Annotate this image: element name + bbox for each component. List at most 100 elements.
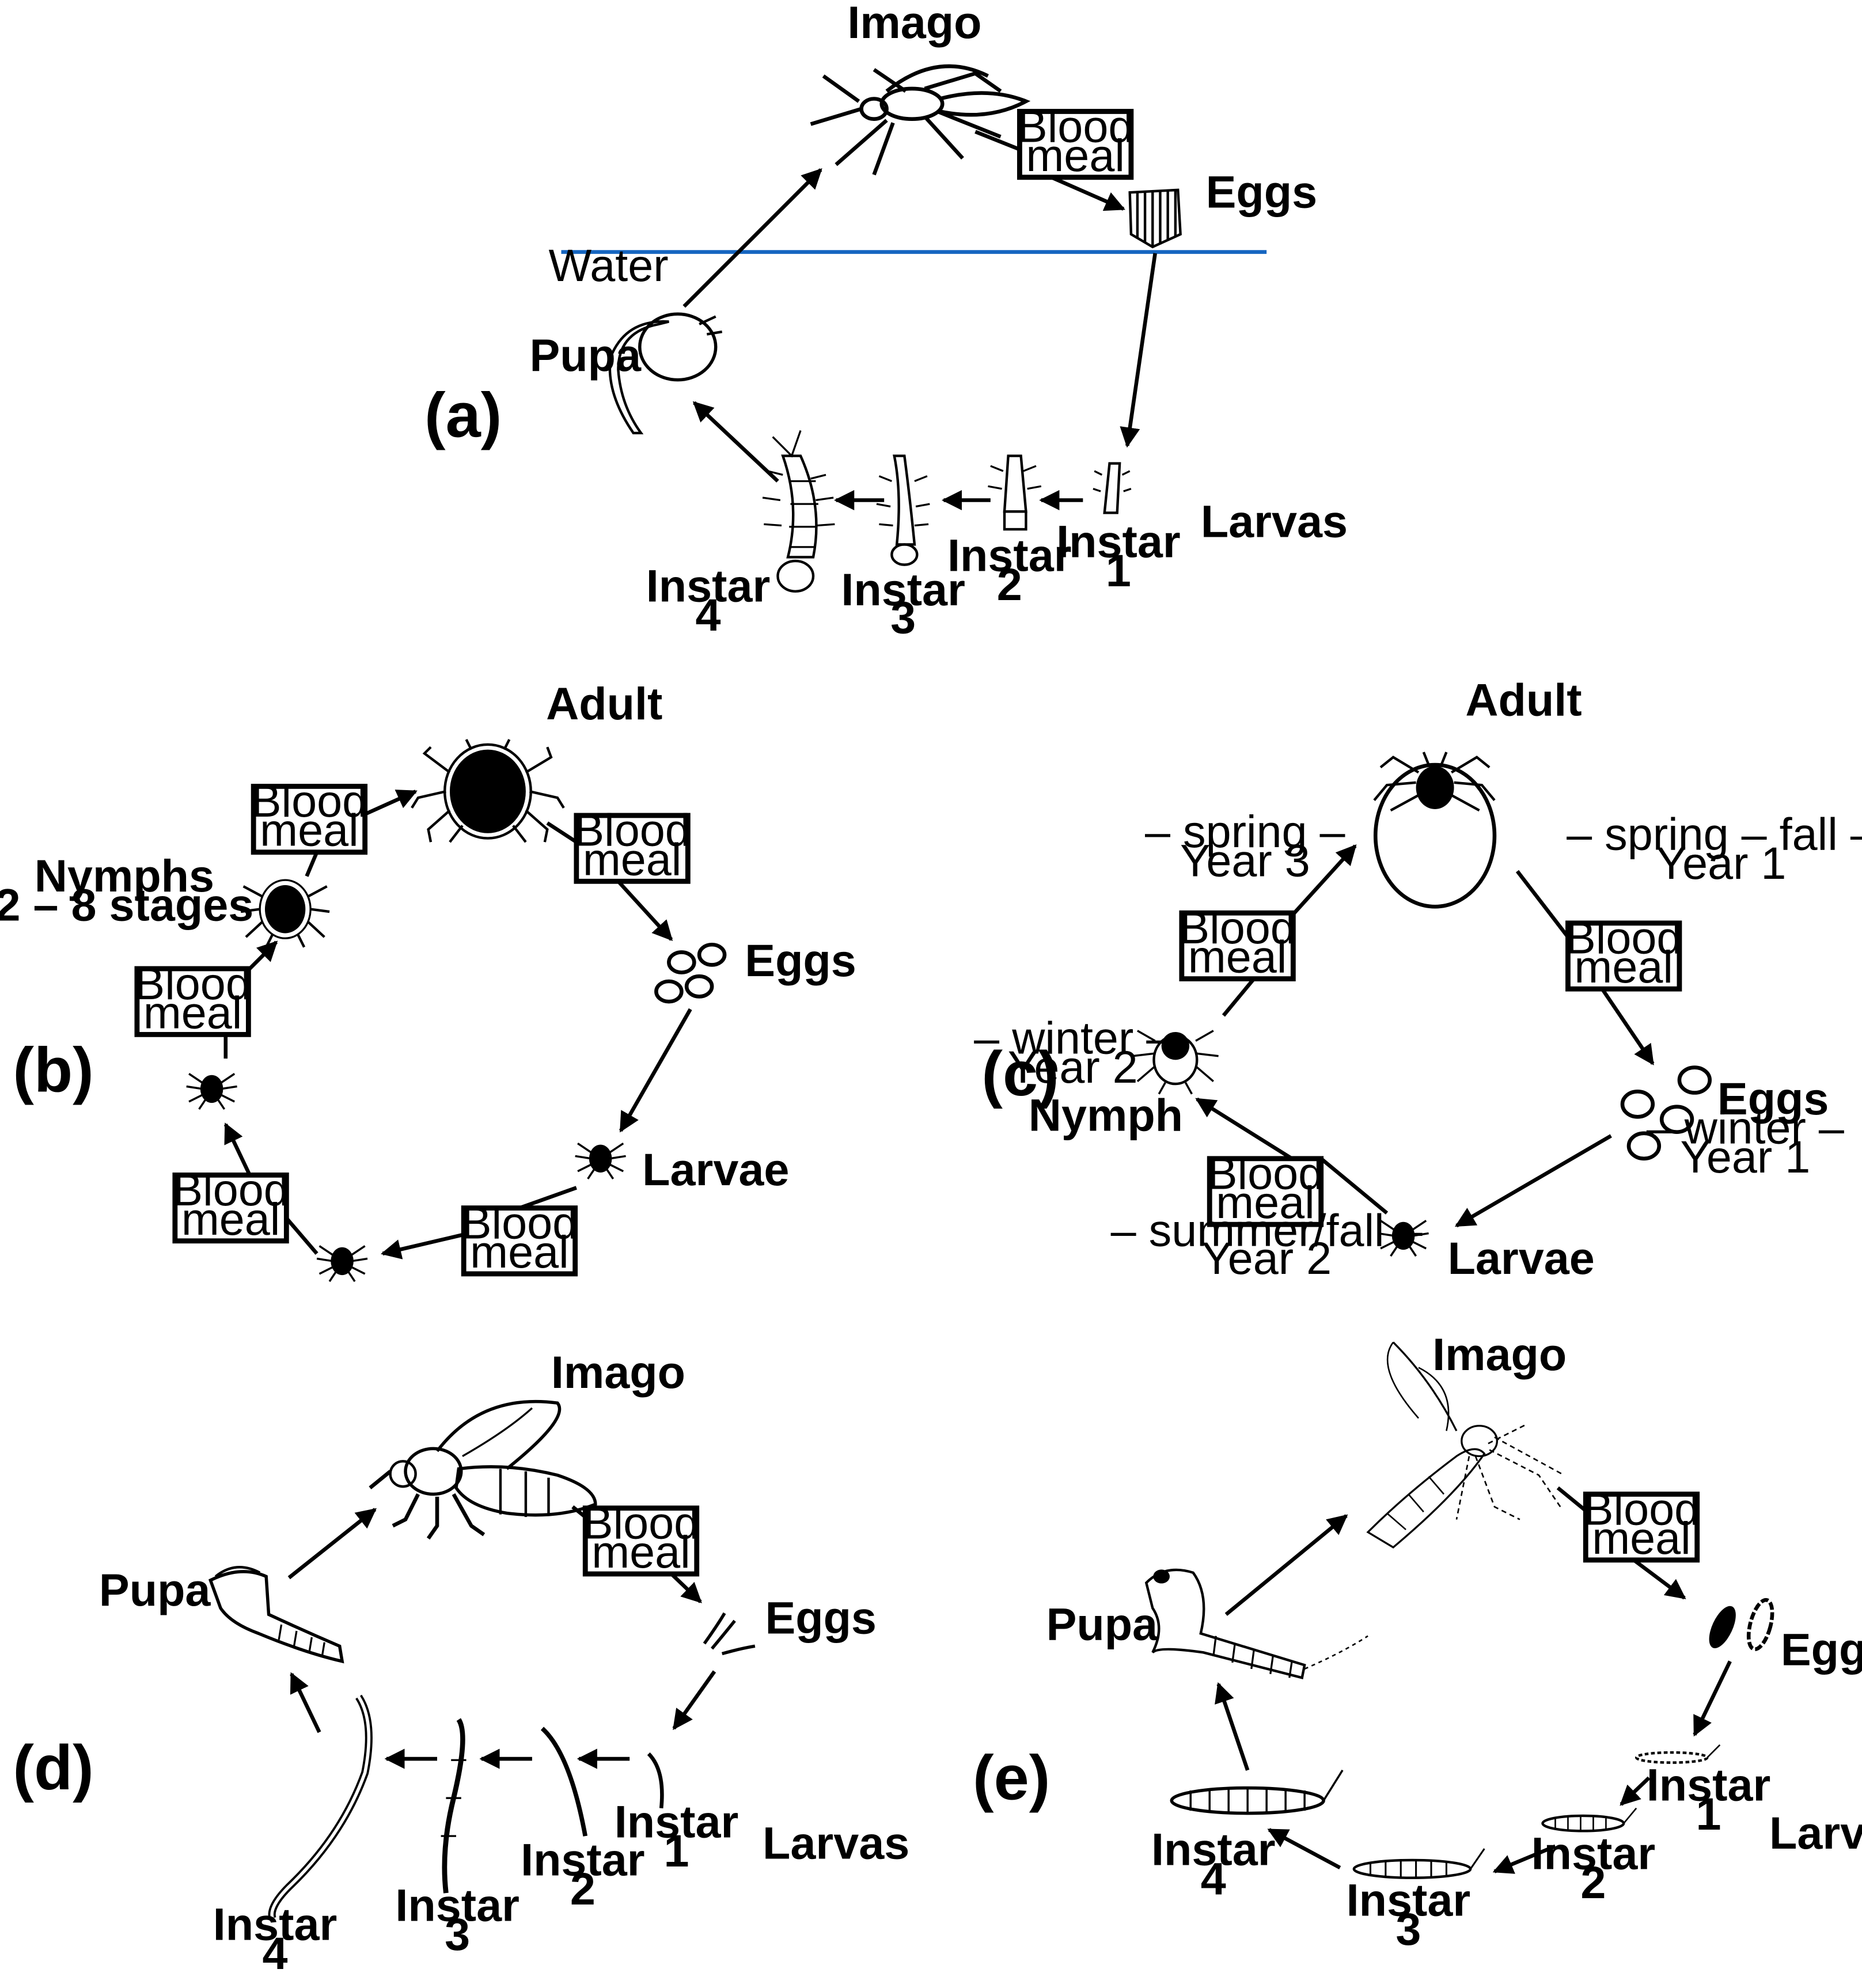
arrow-i1-i2-e — [1620, 1776, 1651, 1806]
instar-4-label-e: Instar — [1151, 1824, 1276, 1875]
blood-meal-box-a — [1017, 109, 1134, 180]
arrow-pupa-imago-a — [682, 168, 822, 308]
tick-larva-drawing-b — [574, 1142, 627, 1180]
water-label: Water — [548, 240, 668, 291]
arrow-eggs-to-larva-a — [1120, 253, 1157, 448]
spring-fall-year1-label-2: Year 1 — [1656, 837, 1787, 889]
panel-b: (b) Adult Blood meal Eggs Larvae Blood m… — [0, 678, 856, 1283]
imago-label-d: Imago — [551, 1346, 685, 1398]
panel-e: (e) Imago Blood meal Eggs Instar 1 — [973, 1329, 1862, 1955]
instar-3-label-e: Instar — [1347, 1875, 1471, 1926]
blood-meal-box-c-2 — [1207, 1156, 1324, 1227]
arrow-i4-pupa-e — [1215, 1682, 1250, 1771]
instar-4-num-d: 4 — [263, 1928, 288, 1979]
arrow-to-eggs-b — [616, 880, 673, 942]
arrow-pupa-imago-d — [287, 1508, 377, 1580]
nymphs-stages-label-b: 2 – 8 stages — [0, 879, 253, 930]
blood-meal-box-b-5 — [251, 784, 368, 855]
midge-imago-drawing-e — [1366, 1341, 1565, 1549]
pupa-drawing-e — [1144, 1568, 1368, 1680]
fly-imago-drawing-d — [369, 1399, 597, 1540]
eggs-drawing-c — [1620, 1065, 1712, 1161]
larva-instar-1-drawing-e — [1635, 1744, 1721, 1764]
instar-1-num-d: 1 — [664, 1825, 689, 1876]
arrow-box-nymph-c — [1195, 1097, 1293, 1160]
panel-c: (c) Adult – spring – Year 3 – spring – f… — [974, 674, 1862, 1284]
winter-year1-label-1: – winter – — [1647, 1102, 1844, 1153]
connector-imago-box-d — [571, 1505, 587, 1519]
panel-d: (d) Imago Blood meal Eggs — [13, 1346, 909, 1979]
larva-instar-2-drawing-e — [1541, 1807, 1637, 1833]
arrow-i3-i4-e — [1267, 1828, 1341, 1870]
instar-2-label-d: Instar — [521, 1834, 645, 1885]
arrow-eggs-larvae-b — [619, 1008, 692, 1133]
blood-meal-text-b3-1: Blood — [172, 1164, 289, 1215]
arrow-pupa-imago-e — [1224, 1514, 1348, 1616]
imago-label-e: Imago — [1432, 1329, 1567, 1380]
blood-meal-text-d-2: meal — [591, 1526, 691, 1577]
spring-year3-label-1: – spring – — [1145, 806, 1345, 857]
arrow-box-adult-c — [1291, 844, 1357, 916]
blood-meal-text-a-1: Blood — [1017, 100, 1133, 151]
instar-3-label-d: Instar — [395, 1879, 519, 1930]
blood-meal-text-b2-1: Blood — [461, 1197, 578, 1248]
tick-engorged-adult-drawing-c — [1373, 752, 1497, 909]
blood-meal-text-c2-1: Blood — [1207, 1148, 1324, 1199]
larvae-label-b: Larvae — [642, 1144, 789, 1195]
arrow-box-nymph-b — [381, 1232, 464, 1259]
blood-meal-box-d — [582, 1505, 700, 1577]
arrow-to-eggs-d — [670, 1572, 702, 1603]
larva-instar-3-drawing-e — [1352, 1848, 1485, 1879]
tick-nymph-2-drawing-b — [185, 1072, 238, 1110]
connector-imago-box-a — [974, 130, 1021, 151]
summer-fall-year2-label-1: – summer/fall – — [1111, 1205, 1423, 1256]
connector-nymph3-box-b — [305, 851, 319, 877]
instar-2-num-e: 2 — [1580, 1857, 1606, 1908]
instar-4-label-d: Instar — [213, 1898, 337, 1949]
arrow-box-nymph2-b — [223, 1122, 252, 1176]
adult-label-c: Adult — [1465, 674, 1582, 725]
eggs-drawing-d — [703, 1612, 756, 1656]
connector-larva-box-c — [1319, 1157, 1389, 1215]
blood-meal-text-b3-2: meal — [181, 1193, 280, 1245]
blood-meal-box-c-1 — [1565, 920, 1682, 992]
instar-3-label-a: Instar — [841, 564, 965, 615]
eggs-label-a: Eggs — [1206, 166, 1318, 218]
instar-2-num-d: 2 — [570, 1863, 596, 1914]
instar-3-num-d: 3 — [445, 1909, 470, 1960]
winter-year1-label-2: Year 1 — [1680, 1131, 1810, 1182]
blood-meal-box-e — [1583, 1492, 1700, 1563]
adult-label-b: Adult — [546, 678, 662, 729]
blood-meal-text-b2-2: meal — [470, 1226, 569, 1277]
instar-1-num-a: 1 — [1106, 545, 1131, 596]
blood-meal-box-b-1 — [574, 813, 691, 884]
arrow-eggs-larva-e — [1693, 1660, 1732, 1737]
pupa-label-a: Pupa — [530, 329, 642, 381]
larvae-label-c: Larvae — [1448, 1232, 1595, 1284]
instar-1-label-e: Instar — [1647, 1759, 1771, 1811]
blood-meal-box-b-4 — [134, 966, 251, 1037]
eggs-label-d: Eggs — [765, 1592, 876, 1643]
blood-meal-text-b1-2: meal — [583, 833, 682, 885]
blood-meal-text-e-1: Blood — [1583, 1483, 1700, 1534]
arrow-eggs-larvae-c — [1454, 1134, 1612, 1228]
blood-meal-text-b4-1: Blood — [134, 958, 251, 1009]
instar-1-label-d: Instar — [615, 1796, 739, 1847]
tick-nymph-1-drawing-b — [316, 1245, 369, 1283]
blood-meal-text-b4-2: meal — [143, 987, 242, 1038]
panel-label-c: (c) — [981, 1038, 1059, 1109]
tick-nymph-drawing-c — [1132, 1030, 1219, 1095]
blood-meal-text-c1-2: meal — [1574, 941, 1673, 992]
pupa-drawing-d — [208, 1566, 344, 1664]
tick-adult-drawing-b — [411, 739, 565, 843]
blood-meal-text-c2-2: meal — [1216, 1177, 1315, 1228]
eggs-drawing-e — [1709, 1598, 1774, 1651]
panel-label-d: (d) — [13, 1732, 93, 1803]
connector-nymph-box-c — [1222, 977, 1256, 1017]
blood-meal-box-b-3 — [172, 1173, 289, 1244]
blood-meal-box-c-3 — [1179, 910, 1296, 982]
instar-3-num-a: 3 — [890, 591, 916, 643]
instar-4-num-e: 4 — [1201, 1853, 1226, 1904]
instar-1-num-e: 1 — [1696, 1788, 1721, 1839]
